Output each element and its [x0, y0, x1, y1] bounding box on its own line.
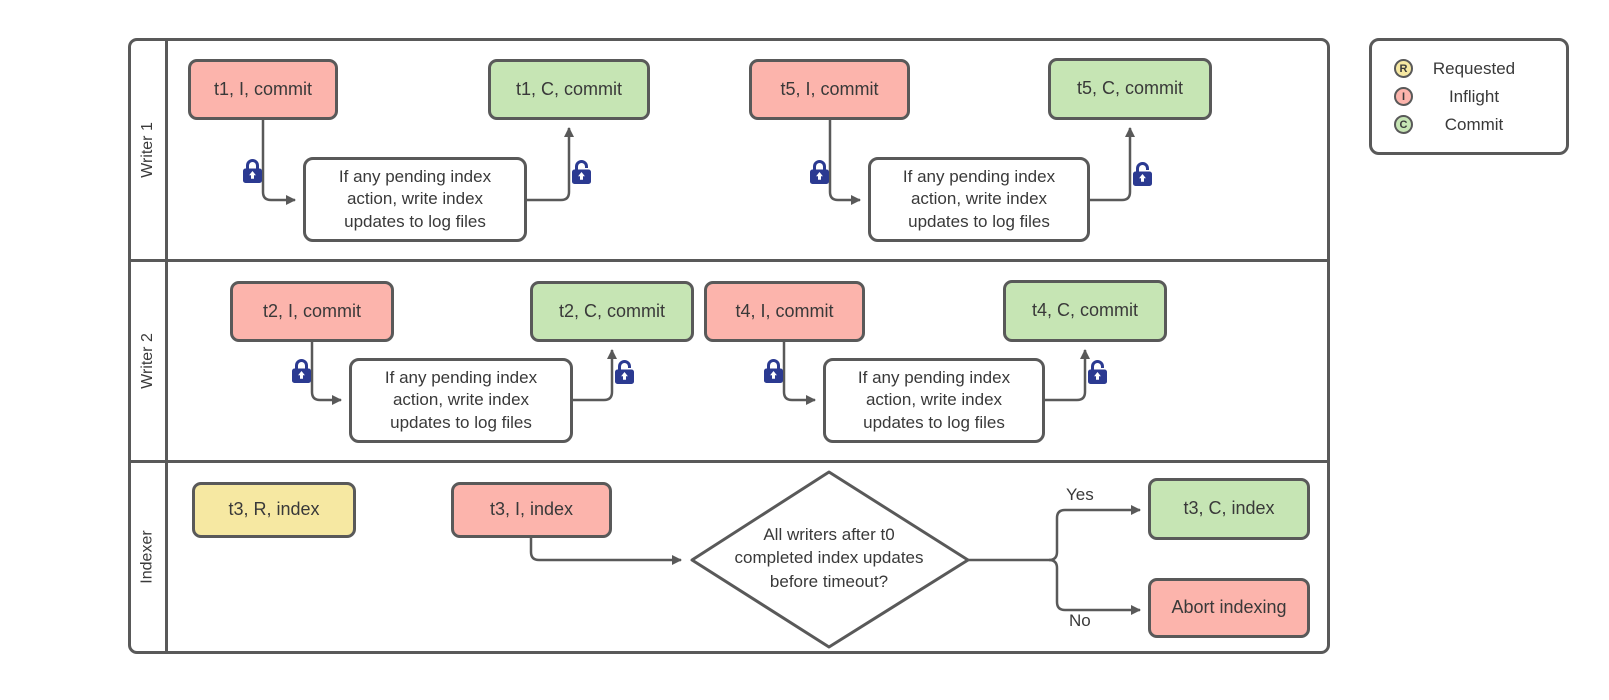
lane-writer-2: Writer 2	[131, 262, 1327, 463]
node-t1-inflight: t1, I, commit	[188, 59, 338, 120]
legend-label: Commit	[1444, 114, 1504, 134]
legend-row-inflight: I Inflight	[1394, 87, 1566, 107]
lock-closed-icon	[243, 159, 262, 183]
lane-label-indexer: Indexer	[131, 463, 168, 651]
lane-label-text: Writer 1	[139, 122, 156, 178]
legend-row-commit: C Commit	[1394, 115, 1566, 135]
lane-indexer: Indexer	[131, 463, 1327, 651]
lane-label-text: Indexer	[139, 530, 156, 584]
legend: R Requested I Inflight C Commit	[1369, 38, 1569, 155]
lane-label-writer-1: Writer 1	[131, 41, 168, 259]
branch-label-yes: Yes	[1066, 485, 1094, 504]
lock-open-icon	[1133, 162, 1152, 186]
lane-label-writer-2: Writer 2	[131, 262, 168, 460]
node-process-writer1-a: If any pending index action, write index…	[303, 157, 527, 242]
inflight-state-icon: I	[1394, 87, 1413, 106]
node-abort-indexing: Abort indexing	[1148, 578, 1310, 638]
requested-state-icon: R	[1394, 59, 1413, 78]
node-t5-inflight: t5, I, commit	[749, 59, 910, 120]
lock-open-icon	[572, 160, 591, 184]
node-process-writer2-a: If any pending index action, write index…	[349, 358, 573, 443]
lock-closed-icon	[292, 359, 311, 383]
node-t2-inflight: t2, I, commit	[230, 281, 394, 342]
node-t3-commit: t3, C, index	[1148, 478, 1310, 540]
node-process-writer2-b: If any pending index action, write index…	[823, 358, 1045, 443]
lock-open-icon	[615, 360, 634, 384]
lane-writer-1: Writer 1	[131, 41, 1327, 262]
node-t4-inflight: t4, I, commit	[704, 281, 865, 342]
branch-label-no: No	[1069, 611, 1091, 630]
node-t2-commit: t2, C, commit	[530, 281, 694, 342]
node-t3-requested: t3, R, index	[192, 482, 356, 538]
node-t1-commit: t1, C, commit	[488, 59, 650, 120]
lock-closed-icon	[810, 160, 829, 184]
legend-row-requested: R Requested	[1394, 59, 1566, 79]
decision-text: All writers after t0 completed index upd…	[734, 525, 924, 591]
lock-closed-icon	[764, 359, 783, 383]
legend-label: Inflight	[1448, 86, 1500, 106]
node-t5-commit: t5, C, commit	[1048, 58, 1212, 120]
commit-state-icon: C	[1394, 115, 1413, 134]
node-t4-commit: t4, C, commit	[1003, 280, 1167, 342]
legend-label: Requested	[1432, 58, 1516, 78]
node-process-writer1-b: If any pending index action, write index…	[868, 157, 1090, 242]
lane-label-text: Writer 2	[139, 333, 156, 389]
node-t3-inflight: t3, I, index	[451, 482, 612, 538]
lock-open-icon	[1088, 360, 1107, 384]
